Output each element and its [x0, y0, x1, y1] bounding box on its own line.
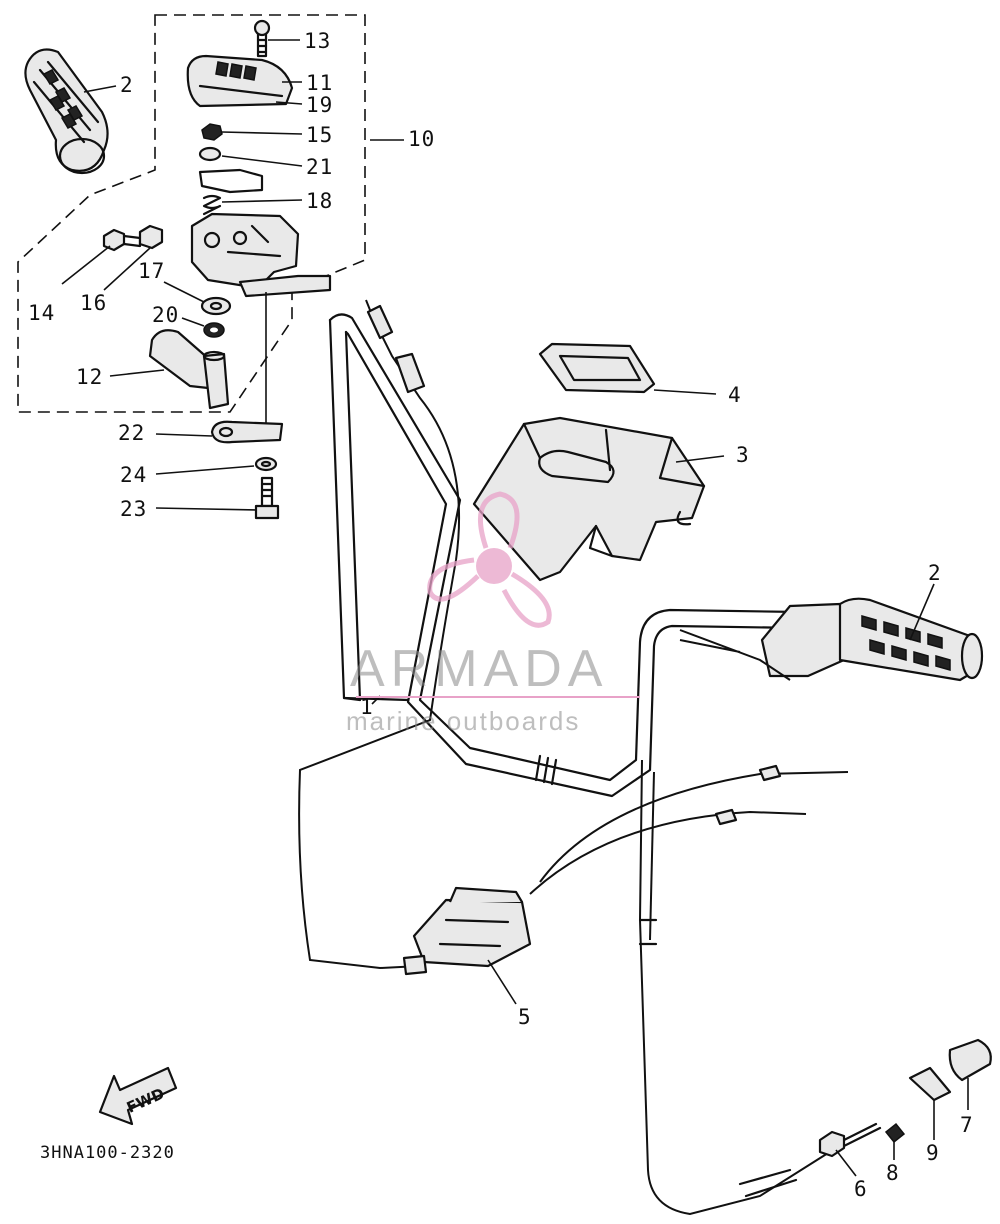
callout-9: 9: [926, 1141, 940, 1165]
callout-4: 4: [728, 383, 742, 407]
washer-17: [200, 296, 232, 316]
washer-20: [203, 322, 225, 338]
left-grip: [24, 48, 109, 175]
throttle-housing: [190, 212, 332, 298]
callout-22: 22: [118, 421, 145, 445]
cover-11: [186, 54, 294, 108]
screw-13: [253, 19, 271, 58]
callout-10: 10: [408, 127, 435, 151]
washer-21: [198, 146, 264, 194]
callout-24: 24: [120, 463, 147, 487]
nut-15: [201, 123, 223, 141]
callout-17: 17: [138, 259, 165, 283]
callout-15: 15: [306, 123, 333, 147]
throttle-cable: [298, 299, 461, 970]
switch-box-5: [402, 886, 532, 976]
bolt-14: [102, 228, 142, 252]
callout-7: 7: [960, 1113, 974, 1137]
clamp-22: [210, 420, 284, 444]
watermark-title: ARMADA: [350, 640, 608, 698]
boot-9: [908, 1066, 952, 1102]
callout-2-right: 2: [928, 561, 942, 585]
callout-20: 20: [152, 303, 179, 327]
fwd-arrow: [98, 1066, 178, 1126]
screw-23: [254, 476, 280, 520]
throttle-assembly-boundary: [17, 14, 366, 413]
handlebar: [328, 313, 802, 798]
nut-16: [138, 224, 164, 250]
right-grip: [760, 597, 984, 682]
callout-12: 12: [76, 365, 103, 389]
spring-8: [884, 1122, 906, 1144]
adjuster-6: [738, 1122, 882, 1198]
callout-5: 5: [518, 1005, 532, 1029]
callout-19: 19: [306, 93, 333, 117]
callout-14: 14: [28, 301, 55, 325]
handlebar-cover-3: [472, 416, 706, 582]
callout-16: 16: [80, 291, 107, 315]
callout-13: 13: [304, 29, 331, 53]
callout-18: 18: [306, 189, 333, 213]
cap-7: [948, 1038, 992, 1082]
leader-2a: [83, 85, 117, 93]
diagram-code: 3HNA100-2320: [40, 1143, 175, 1163]
spring-18: [202, 194, 222, 216]
watermark-subtitle: marine outboards: [346, 706, 580, 736]
callout-21: 21: [306, 155, 333, 179]
callout-2-left: 2: [120, 73, 134, 97]
armada-logo: [427, 491, 552, 628]
callout-11: 11: [306, 71, 333, 95]
control-cables: [529, 629, 849, 1216]
callout-8: 8: [886, 1161, 900, 1185]
throttle-lever-12: [148, 329, 230, 410]
callout-3: 3: [736, 443, 750, 467]
washer-24: [254, 456, 278, 472]
callout-6: 6: [854, 1177, 868, 1201]
callout-23: 23: [120, 497, 147, 521]
pad-4: [538, 342, 656, 394]
callout-1: 1: [360, 695, 374, 719]
